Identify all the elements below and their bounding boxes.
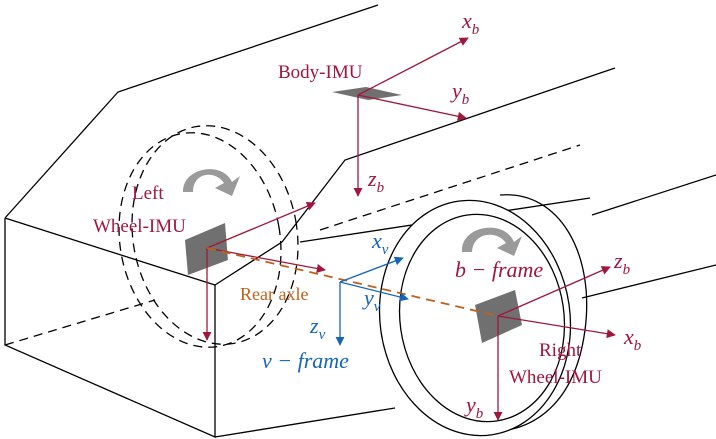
b-frame-label: b − frame: [455, 257, 543, 282]
rear-axle-label: Rear axle: [240, 284, 308, 304]
left-wheel-imu-label-line2: Wheel-IMU: [93, 216, 186, 237]
v-frame-axes: [335, 256, 409, 346]
v-z-axis-label: zv: [309, 313, 326, 343]
v-frame-label: v − frame: [262, 348, 349, 373]
left-wheel-imu-label-line1: Left: [132, 183, 164, 204]
left-wheel-hidden: [118, 125, 299, 348]
right-wheel-imu-axes: [493, 266, 616, 421]
right-wheel-imu-label-line2: Wheel-IMU: [509, 367, 602, 388]
body-imu-axes: [353, 37, 469, 197]
body-x-axis-label: xb: [461, 8, 480, 38]
body-imu-label: Body-IMU: [278, 62, 363, 83]
right-wheel-imu-label-line1: Right: [539, 340, 582, 361]
v-y-axis-label: yv: [362, 285, 381, 315]
left-wheel-imu-axes: [202, 201, 326, 341]
v-x-axis-label: xv: [371, 228, 389, 258]
body-imu-sensor: [332, 87, 402, 100]
right-z-axis-label: zb: [613, 248, 631, 278]
right-wheel: [378, 194, 588, 437]
right-y-axis-label: yb: [464, 392, 484, 422]
rear-axle-line: [206, 247, 499, 317]
clockwise-rotation-arrow-icon: [461, 227, 522, 256]
body-y-axis-label: yb: [450, 78, 470, 108]
body-z-axis-label: zb: [367, 166, 385, 196]
right-x-axis-label: xb: [623, 324, 642, 354]
clockwise-rotation-arrow-icon: [182, 169, 240, 196]
